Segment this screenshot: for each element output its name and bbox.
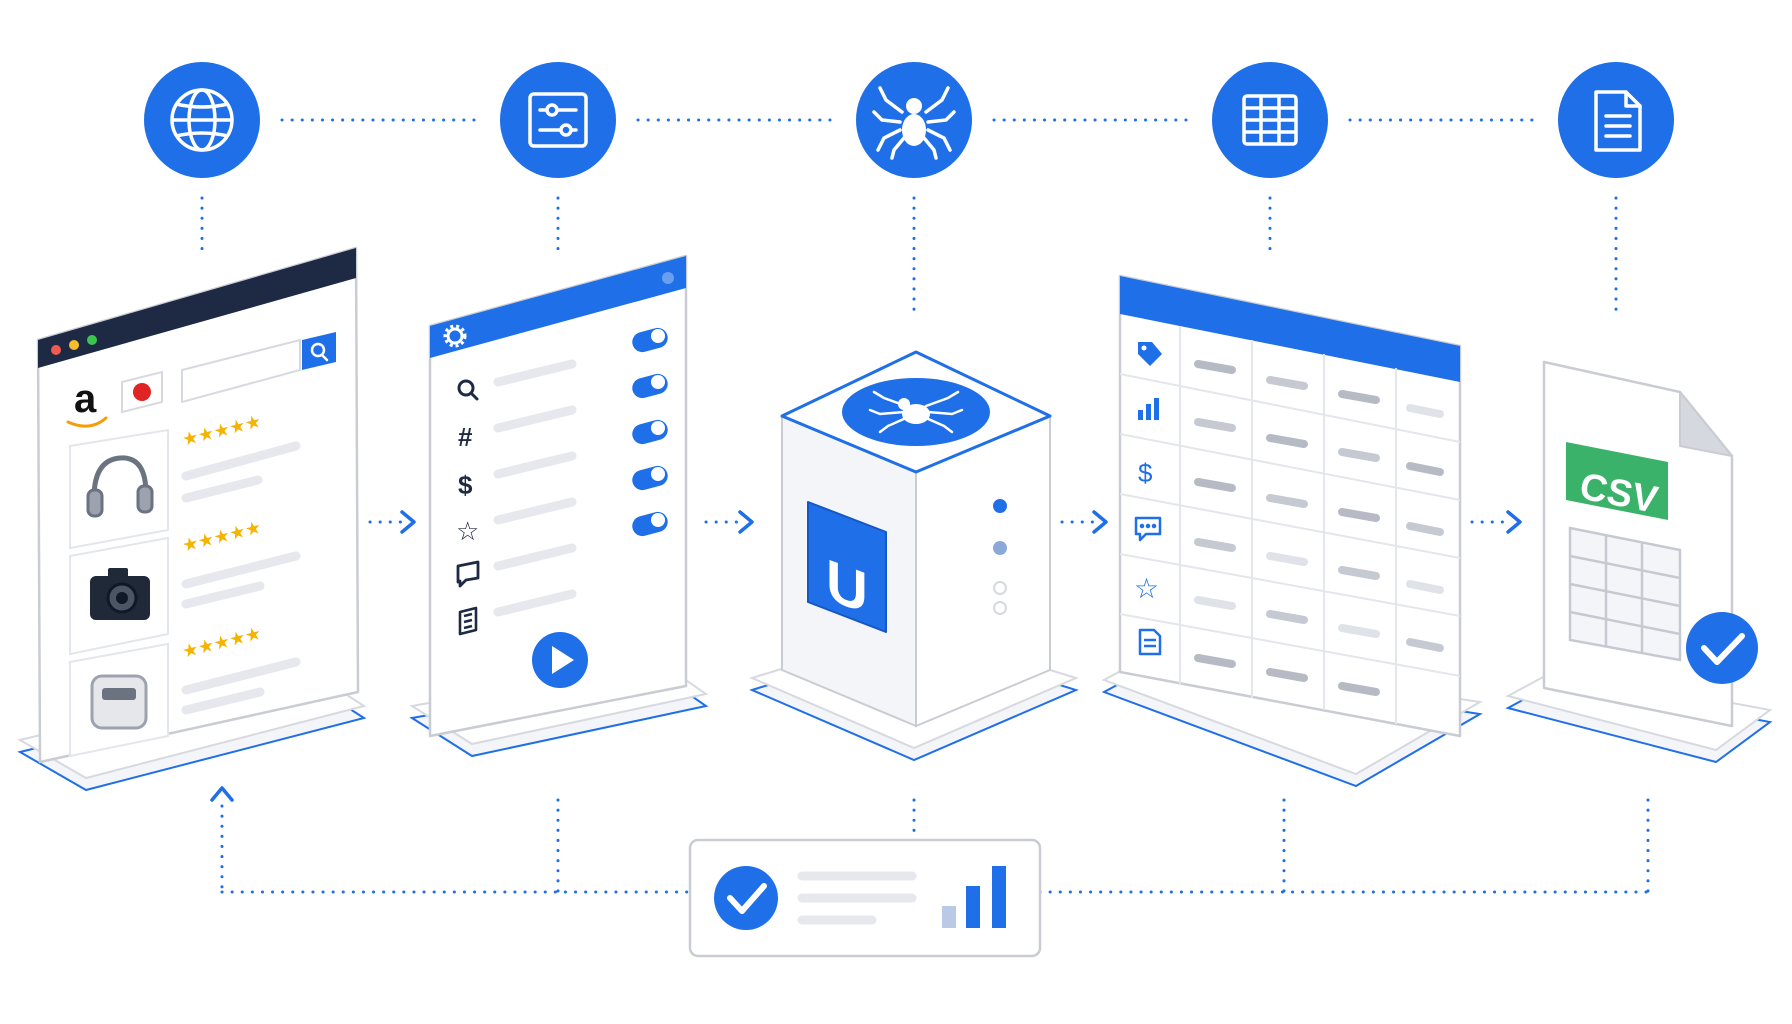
browser-title-bar <box>38 248 356 368</box>
hash-icon: # <box>458 422 473 452</box>
play-icon[interactable] <box>532 632 588 688</box>
summary-card[interactable] <box>688 838 1042 958</box>
settings-header <box>430 256 686 358</box>
product-card[interactable]: ★★★★★ <box>69 411 301 550</box>
arrowhead-1 <box>400 510 416 534</box>
dotted-connectors <box>200 118 1650 894</box>
globe-icon <box>144 62 260 178</box>
arrowhead-4 <box>1506 510 1522 534</box>
csv-preview-grid <box>1568 526 1682 662</box>
browser-search-input[interactable] <box>181 338 301 404</box>
status-light <box>993 541 1007 555</box>
csv-stage: CSV <box>1505 360 1773 764</box>
check-icon <box>1686 612 1758 684</box>
bar-chart-icon <box>1138 398 1159 420</box>
dollar-icon: $ <box>458 470 473 500</box>
comment-icon <box>1134 516 1162 542</box>
settings-row[interactable]: ☆ <box>456 464 670 546</box>
headphones-icon <box>86 455 154 518</box>
status-light <box>993 601 1007 615</box>
star-icon: ☆ <box>456 516 479 546</box>
dollar-icon: $ <box>1138 458 1153 488</box>
check-icon <box>714 866 778 930</box>
arrowhead-3 <box>1092 510 1108 534</box>
window-maximize-dot[interactable] <box>87 335 97 345</box>
settings-row[interactable] <box>456 510 670 588</box>
arrowhead-loop <box>210 786 234 802</box>
gear-icon[interactable] <box>443 324 467 348</box>
star-icon: ☆ <box>1134 573 1159 604</box>
comment-icon <box>456 560 480 588</box>
table-stage: $ ☆ <box>1101 274 1483 788</box>
settings-rows: # $ ☆ <box>456 326 670 636</box>
search-icon <box>310 342 329 362</box>
csv-badge <box>1566 442 1668 520</box>
top-icon-row <box>144 62 1674 178</box>
data-table-grid <box>1119 326 1461 724</box>
summary-text-lines <box>797 871 917 925</box>
settings-row[interactable]: $ <box>458 418 670 500</box>
status-light <box>993 581 1007 595</box>
window-close-dot[interactable] <box>51 345 61 355</box>
camera-icon <box>90 568 150 620</box>
settings-row[interactable] <box>458 589 577 636</box>
gear-icon <box>662 272 674 284</box>
arrowhead-2 <box>738 510 754 534</box>
data-table-cells <box>1194 360 1444 696</box>
document-icon <box>1138 628 1162 656</box>
brand-logo: U <box>807 501 887 633</box>
table-icon <box>1212 62 1328 178</box>
window-minimize-dot[interactable] <box>69 340 79 350</box>
settings-row[interactable] <box>457 326 670 401</box>
arrowheads <box>210 510 1522 802</box>
settings-row[interactable]: # <box>458 372 670 452</box>
spider-icon <box>856 62 972 178</box>
settings-stage: # $ ☆ <box>409 254 709 758</box>
tag-icon <box>1138 342 1162 366</box>
store-logo: a <box>74 377 97 421</box>
svg-text:U: U <box>826 546 868 626</box>
product-card[interactable]: ★★★★★ <box>69 623 301 758</box>
server-stage: U <box>749 350 1079 762</box>
status-light <box>993 499 1007 513</box>
bar-chart-icon <box>942 866 1006 928</box>
document-icon <box>458 606 478 636</box>
search-icon <box>457 379 479 401</box>
browser-stage: a ★★★★★ <box>17 246 367 792</box>
data-table-header <box>1120 276 1460 382</box>
sliders-icon <box>500 62 616 178</box>
csv-file-fold <box>1679 391 1733 457</box>
rice-cooker-icon <box>90 674 148 730</box>
document-icon <box>1558 62 1674 178</box>
